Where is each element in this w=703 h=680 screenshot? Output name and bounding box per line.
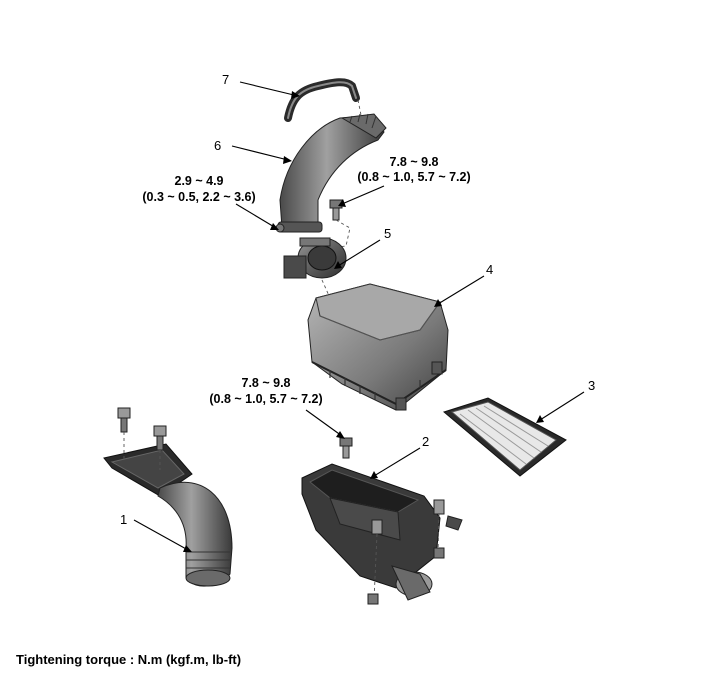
torque-1-value: 2.9 ~ 4.9: [175, 174, 224, 188]
torque-1-conversion: (0.3 ~ 0.5, 2.2 ~ 3.6): [142, 190, 255, 204]
leader-torque-1: [235, 203, 277, 229]
air-cleaner-body-part-2: [301, 463, 463, 605]
arrow-torque-1: [270, 223, 279, 230]
arrow-3: [536, 415, 544, 423]
callout-5: 5: [384, 226, 391, 241]
arrow-torque-3: [336, 431, 345, 439]
arrow-6: [283, 156, 292, 164]
torque-2-value: 7.8 ~ 9.8: [390, 155, 439, 169]
leader-torque-2: [341, 185, 385, 205]
leader-1: [133, 519, 189, 551]
arrow-1: [183, 545, 192, 552]
air-duct-part-1: [103, 443, 233, 587]
air-flow-sensor-part-5: [283, 237, 347, 299]
callout-1: 1: [120, 512, 127, 527]
leader-6: [231, 145, 289, 161]
torque-3-value: 7.8 ~ 9.8: [242, 376, 291, 390]
callout-4: 4: [486, 262, 493, 277]
torque-3-conversion: (0.8 ~ 1.0, 5.7 ~ 7.2): [209, 392, 322, 406]
bolt-lower: [339, 437, 353, 459]
leader-7: [239, 81, 299, 97]
leader-4: [437, 275, 485, 305]
leader-torque-3: [305, 409, 343, 437]
arrow-7: [291, 91, 300, 99]
callout-2: 2: [422, 434, 429, 449]
air-cleaner-cover-part-4: [307, 283, 449, 411]
arrow-4: [434, 299, 442, 307]
callout-3: 3: [588, 378, 595, 393]
leader-3: [539, 391, 585, 421]
arrow-5: [334, 261, 342, 269]
air-intake-hose-part-6: [275, 113, 387, 233]
leader-2: [373, 447, 421, 477]
callout-7: 7: [222, 72, 229, 87]
clip-right: [153, 425, 167, 470]
tightening-torque-caption: Tightening torque : N.m (kgf.m, lb-ft): [16, 652, 242, 667]
torque-2-conversion: (0.8 ~ 1.0, 5.7 ~ 7.2): [357, 170, 470, 184]
arrow-torque-2: [338, 199, 346, 207]
callout-6: 6: [214, 138, 221, 153]
clip-left: [117, 407, 131, 460]
arrow-2: [370, 471, 378, 479]
breather-hose-part-7: [284, 78, 363, 122]
leader-5: [337, 239, 381, 267]
air-cleaner-filter-part-3: [442, 397, 567, 477]
